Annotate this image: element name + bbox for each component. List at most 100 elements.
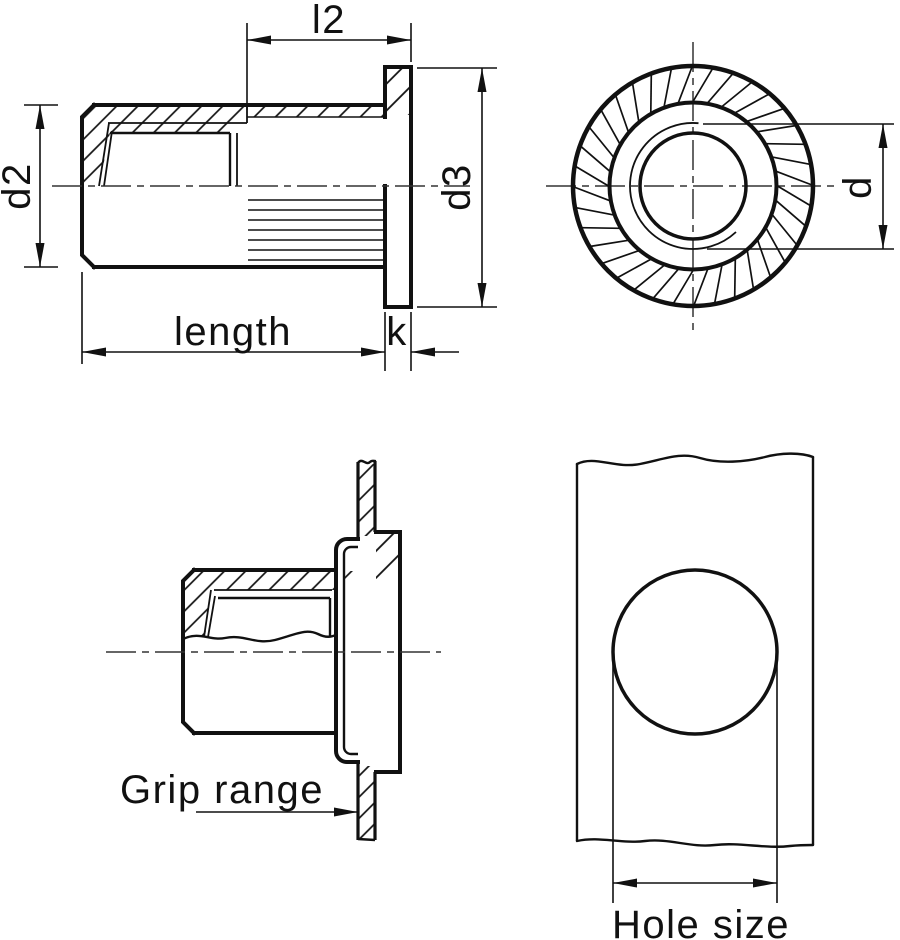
serration-line [775, 200, 806, 227]
hatch-top-thin-wall [247, 105, 385, 117]
serration-line [721, 81, 753, 108]
serration-line [581, 226, 620, 230]
plate-break-bottom [575, 838, 815, 848]
arrowhead [361, 347, 385, 357]
arrowhead [247, 35, 271, 45]
bulge-outer [334, 537, 360, 764]
serration-line [652, 268, 679, 299]
plate-outline [575, 452, 815, 848]
serration-line [590, 239, 629, 248]
serration-line [771, 214, 798, 246]
serration-line [733, 259, 737, 298]
serration-line [575, 206, 614, 216]
entry-chamfer-line-1 [98, 122, 110, 187]
serration-line [633, 264, 665, 291]
serration-line [692, 68, 714, 102]
serration-line [766, 142, 805, 146]
flange-outline [383, 65, 413, 309]
dimension-d3: d3 [417, 67, 497, 308]
arrowhead [477, 283, 487, 307]
serration-line [631, 83, 640, 122]
section-hatching [183, 464, 400, 838]
hole-view: Hole size [575, 452, 815, 940]
serration-line [775, 170, 813, 186]
dim-label-d: d [836, 175, 880, 199]
hatch-body-wall [183, 570, 336, 637]
flange-outer-circle [570, 63, 816, 309]
dimension-d2: d2 [0, 104, 58, 268]
serration-line [649, 74, 653, 113]
dim-label-length: length [174, 310, 292, 354]
plate-break-top [356, 459, 377, 465]
dim-label-l2: l2 [312, 0, 346, 42]
hatch-left-wall [82, 105, 247, 186]
arrowhead [878, 124, 888, 148]
arrowhead [753, 878, 777, 888]
dimension-l2: l2 [246, 0, 412, 110]
arrowhead [878, 225, 888, 249]
hole-circle [611, 568, 779, 736]
serration-line [757, 124, 796, 133]
hatch-wall-through-plate [344, 571, 357, 582]
hatch-plate-upper [358, 464, 375, 536]
plate-break-top [575, 452, 815, 467]
serration-line [734, 93, 770, 114]
serration-line [756, 240, 772, 277]
plate [356, 461, 377, 840]
arrowhead [35, 105, 45, 129]
arrowhead [82, 347, 106, 357]
serration-line [588, 126, 615, 158]
serration-line [573, 186, 611, 202]
thread-arc [629, 122, 737, 250]
dim-label-d2: d2 [0, 162, 39, 210]
serration-line [602, 249, 639, 265]
arrowhead [411, 347, 435, 357]
serration-line [707, 73, 734, 104]
body-circle [607, 100, 779, 272]
dimension-hole-size: Hole size [612, 653, 790, 940]
hatch-flange [385, 67, 411, 115]
serration-lines [573, 66, 813, 306]
serration-line [777, 185, 811, 207]
bulge-inner [342, 545, 358, 756]
installed-view: Grip range [106, 459, 441, 842]
serration-line [713, 265, 723, 304]
serration-line [616, 258, 652, 279]
serration-line [765, 227, 786, 263]
serration-line [772, 156, 811, 166]
arrowhead [35, 243, 45, 267]
bore-circle [638, 131, 748, 241]
break-line [181, 630, 338, 643]
front-view: d [546, 42, 894, 330]
dim-label-k: k [386, 310, 408, 354]
arrowhead [613, 878, 637, 888]
thread-bore-lines [203, 589, 332, 638]
dimension-length: length [81, 272, 385, 364]
serration-line [575, 165, 609, 187]
serration-line [746, 250, 755, 289]
dimension-k: k [384, 310, 459, 371]
arrowhead [387, 35, 411, 45]
plate-bottom-edge [357, 837, 376, 842]
serration-line [693, 268, 709, 306]
hole-size-label: Hole size [612, 903, 790, 940]
knurl-lines [248, 199, 384, 261]
grip-range-label: Grip range [120, 768, 324, 812]
serration-line [747, 107, 784, 123]
arrowhead [477, 68, 487, 92]
serration-line [580, 145, 611, 172]
serration-line [672, 270, 694, 304]
grip-range-annotation: Grip range [120, 768, 358, 817]
hatch-plate-lower [358, 766, 375, 838]
serration-line [614, 95, 630, 132]
serration-line [677, 66, 693, 104]
hatch-flange [376, 533, 400, 579]
side-section-view: l2 d2 d3 length [0, 0, 497, 371]
serration-line [663, 68, 673, 107]
dim-label-d3: d3 [435, 163, 479, 211]
section-hatching [82, 67, 411, 186]
entry-chamfer-line-2 [103, 130, 113, 187]
dimension-d: d [703, 123, 894, 250]
